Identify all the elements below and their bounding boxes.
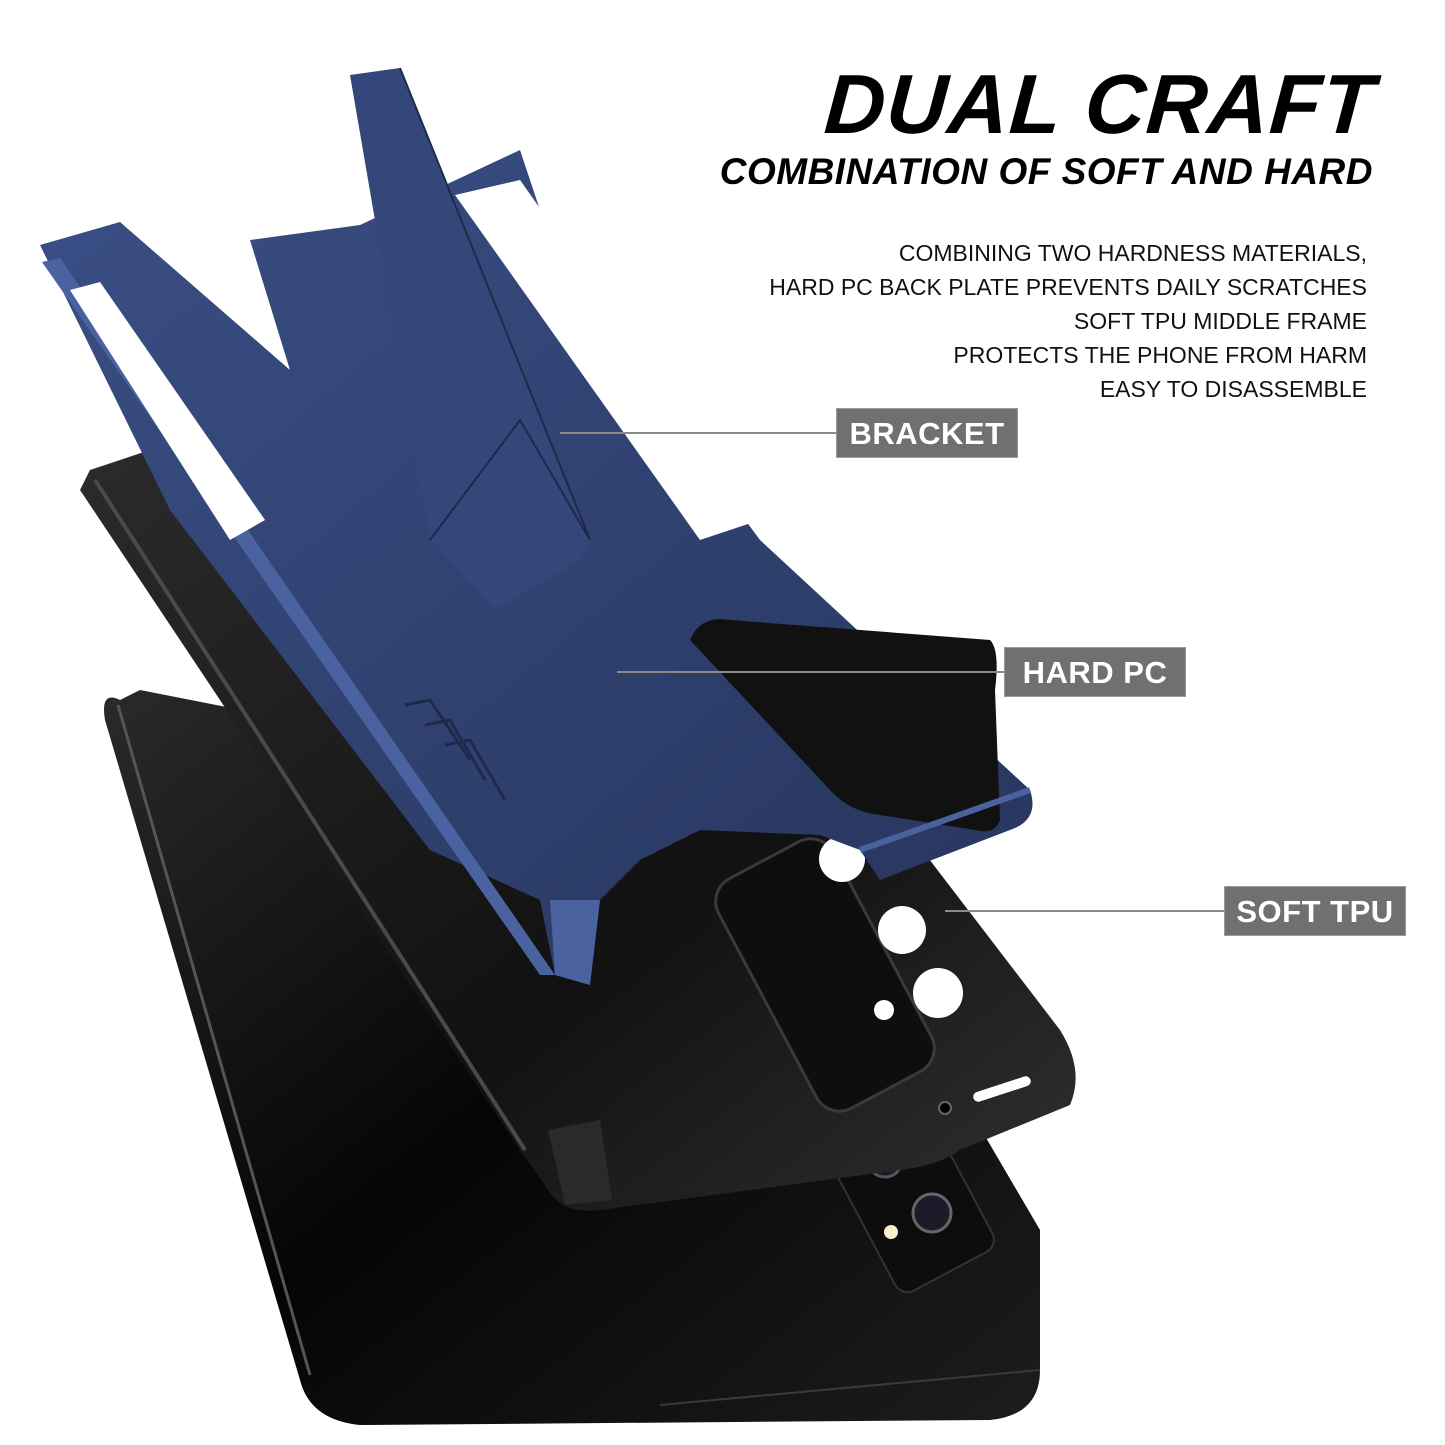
soft-tpu-label: SOFT TPU bbox=[1224, 886, 1406, 936]
soft-tpu-callout-line bbox=[945, 910, 1225, 912]
bracket-label: BRACKET bbox=[836, 408, 1018, 458]
description-line: PROTECTS THE PHONE FROM HARM bbox=[953, 342, 1367, 368]
description-line: EASY TO DISASSEMBLE bbox=[1099, 376, 1367, 402]
description-line: HARD PC BACK PLATE PREVENTS DAILY SCRATC… bbox=[769, 274, 1367, 300]
feature-description: COMBINING TWO HARDNESS MATERIALS, HARD P… bbox=[769, 236, 1367, 406]
hard-pc-callout-line bbox=[617, 671, 1005, 673]
description-line: COMBINING TWO HARDNESS MATERIALS, bbox=[898, 240, 1367, 266]
description-line: SOFT TPU MIDDLE FRAME bbox=[1073, 308, 1367, 334]
bracket-callout-line bbox=[560, 432, 837, 434]
headline-subtitle: COMBINATION OF SOFT AND HARD bbox=[719, 151, 1373, 192]
headline-title: DUAL CRAFT bbox=[821, 57, 1379, 151]
hard-pc-label: HARD PC bbox=[1004, 647, 1186, 697]
